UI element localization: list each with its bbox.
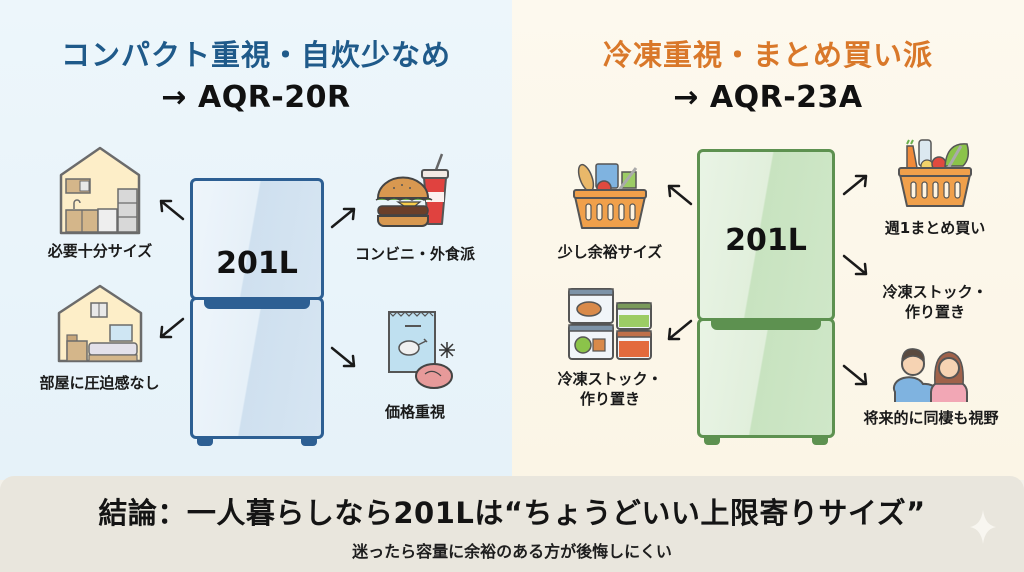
house-room-icon <box>57 284 142 363</box>
feature-label: 週1まとめ買い <box>884 219 986 237</box>
feature-label: 価格重視 <box>384 403 445 421</box>
burger-drink-icon <box>375 153 449 227</box>
arrow-icon <box>842 364 868 386</box>
arrow-icon <box>330 346 356 368</box>
arrow-icon <box>330 207 356 229</box>
feature-label: 将来的に同棲も視野 <box>863 409 999 427</box>
feature-label: 必要十分サイズ <box>47 242 153 260</box>
feature-future-cohabitation: 将来的に同棲も視野 <box>838 344 1024 428</box>
feature-bit-more-size: 少し余裕サイズ <box>540 160 680 262</box>
arrow-icon <box>842 174 868 196</box>
feature-necessary-size: 必要十分サイズ <box>20 145 180 261</box>
fridge-top-door <box>190 178 324 300</box>
fridge-handle <box>204 300 310 309</box>
fridge-foot <box>812 437 828 445</box>
house-kitchen-icon <box>59 146 141 235</box>
fridge-aqr-20r: 201L <box>190 178 324 448</box>
feature-label: 作り置き <box>579 390 640 408</box>
feature-no-pressure: 部屋に圧迫感なし <box>12 283 187 393</box>
fridge-capacity: 201L <box>216 246 298 281</box>
feature-freezer-stock-left: 冷凍ストック・ 作り置き <box>535 287 685 409</box>
couple-icon <box>892 348 968 402</box>
fridge-foot <box>704 437 720 445</box>
conclusion-sub: 迷ったら容量に余裕のある方が後悔しにくい <box>352 542 672 561</box>
arrow-icon <box>159 199 185 221</box>
feature-label: コンビニ・外食派 <box>354 245 475 263</box>
arrow-icon <box>842 254 868 276</box>
feature-label: 冷凍ストック・ <box>557 370 663 388</box>
feature-label: 少し余裕サイズ <box>557 243 663 261</box>
fridge-foot <box>301 438 317 446</box>
fridge-bottom-door <box>697 318 835 438</box>
right-model: → AQR-23A <box>673 80 863 115</box>
fridge-bottom-door <box>190 297 324 439</box>
grocery-basket-icon <box>573 163 647 229</box>
conclusion-banner: 結論：一人暮らしなら201Lは“ちょうどいい上限寄りサイズ” 迷ったら容量に余裕… <box>0 476 1024 572</box>
conclusion-main: 結論：一人暮らしなら201Lは“ちょうどいい上限寄りサイズ” <box>98 496 926 530</box>
sparkle-icon <box>970 510 996 544</box>
arrow-icon <box>159 317 185 339</box>
feature-convenience-store: コンビニ・外食派 <box>340 150 490 264</box>
feature-price-focus: 価格重視 <box>345 308 485 422</box>
vegetable-basket-icon <box>898 139 972 207</box>
left-model: → AQR-20R <box>161 80 351 115</box>
fridge-aqr-23a: 201L <box>697 149 835 447</box>
fridge-capacity: 201L <box>725 223 807 258</box>
right-title: 冷凍重視・まとめ買い派 <box>602 38 933 72</box>
food-containers-icon <box>568 288 652 360</box>
feature-label: 部屋に圧迫感なし <box>39 374 160 392</box>
feature-freezer-stock-right: 冷凍ストック・ 作り置き <box>855 282 1015 322</box>
fridge-handle <box>711 321 821 330</box>
feature-label: 作り置き <box>904 303 965 321</box>
feature-weekly-shopping: 週1まとめ買い <box>855 138 1015 238</box>
arrow-icon <box>667 184 693 206</box>
arrow-icon <box>667 319 693 341</box>
feature-label: 冷凍ストック・ <box>882 283 988 301</box>
fridge-foot <box>197 438 213 446</box>
left-title: コンパクト重視・自炊少なめ <box>60 38 451 72</box>
frozen-food-icon <box>388 311 455 389</box>
